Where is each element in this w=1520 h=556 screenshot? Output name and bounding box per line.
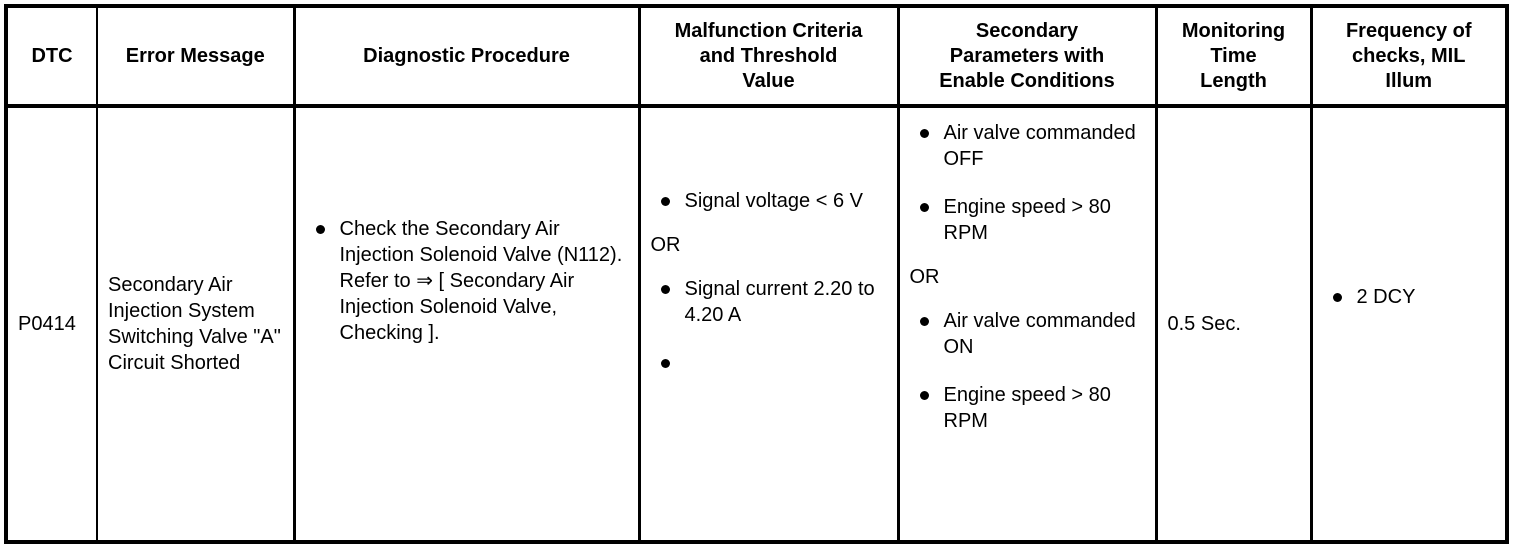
table-row: P0414 Secondary Air Injection System Swi… [6,106,1507,542]
list-item-empty [651,350,889,376]
list-item: Check the Secondary Air Injection Soleno… [306,216,630,346]
dtc-code: P0414 [18,313,76,335]
column-header-malfunction-line-1: Malfunction Criteria [674,19,863,42]
bullet-icon [919,203,929,212]
column-header-dtc: DTC [6,6,98,108]
column-header-monitoring-line-2: Time [1210,44,1257,67]
column-header-error-message-label: Error Message [125,44,265,67]
secondary-parameters-block: Air valve commanded OFF Engine speed > 8… [910,116,1147,434]
cell-dtc: P0414 [6,106,98,542]
secondary-parameters-item-4: Engine speed > 80 RPM [943,384,1111,432]
diagnostic-procedure-list: Check the Secondary Air Injection Soleno… [306,216,630,346]
cell-diagnostic-procedure: Check the Secondary Air Injection Soleno… [294,106,641,542]
bullet-icon [919,317,929,326]
cell-secondary-parameters: Air valve commanded OFF Engine speed > 8… [898,106,1158,542]
secondary-parameters-item-2: Engine speed > 80 RPM [943,196,1111,244]
column-header-frequency-line-3: Illum [1385,69,1433,92]
frequency-item-1: 2 DCY [1356,286,1416,308]
malfunction-spacer [651,116,889,188]
list-item: Air valve commanded ON [910,308,1147,360]
diagnostic-spacer [306,116,630,216]
table-body: P0414 Secondary Air Injection System Swi… [6,106,1507,542]
list-item: 2 DCY [1323,284,1498,310]
frequency-list: 2 DCY [1323,284,1498,310]
column-header-diagnostic-procedure: Diagnostic Procedure [294,6,641,108]
list-item: Signal voltage < 6 V [651,188,889,214]
secondary-parameters-list-2: Air valve commanded ON Engine speed > 80… [910,308,1147,434]
list-item: Engine speed > 80 RPM [910,382,1147,434]
malfunction-or-separator: OR [650,234,681,256]
column-header-secondary-line-1: Secondary [975,19,1079,42]
column-header-secondary-parameters: Secondary Parameters with Enable Conditi… [898,6,1158,108]
column-header-frequency: Frequency of checks, MIL Illum [1311,6,1507,108]
bullet-icon [919,391,929,400]
cell-monitoring-time: 0.5 Sec. [1156,106,1313,542]
column-header-error-message: Error Message [97,6,296,108]
column-header-dtc-label: DTC [31,44,73,67]
column-header-frequency-line-1: Frequency of [1345,19,1472,42]
bullet-icon [315,225,325,234]
bullet-icon [1332,293,1342,302]
column-header-malfunction-line-3: Value [742,69,795,92]
dtc-table: DTC Error Message Diagnostic Procedure M… [4,4,1509,544]
malfunction-criteria-list-2: Signal current 2.20 to 4.20 A [651,276,889,376]
column-header-monitoring-line-1: Monitoring [1181,19,1286,42]
list-item: Engine speed > 80 RPM [910,194,1147,246]
secondary-or-separator: OR [909,266,940,288]
malfunction-criteria-list-1: Signal voltage < 6 V [651,188,889,214]
cell-malfunction-criteria: Signal voltage < 6 V OR Signal current 2… [639,106,900,542]
frequency-spacer [1323,116,1498,284]
bullet-icon [660,285,670,294]
column-header-secondary-line-3: Enable Conditions [939,69,1115,92]
secondary-parameters-list-1: Air valve commanded OFF Engine speed > 8… [910,120,1147,246]
cell-frequency: 2 DCY [1311,106,1507,542]
error-message-text: Secondary Air Injection System Switching… [108,274,281,374]
header-row: DTC Error Message Diagnostic Procedure M… [6,6,1507,108]
bullet-icon [660,197,670,206]
secondary-parameters-item-3: Air valve commanded ON [943,310,1136,358]
diagnostic-procedure-item-1: Check the Secondary Air Injection Soleno… [339,218,623,344]
malfunction-criteria-item-1: Signal voltage < 6 V [684,190,863,212]
column-header-malfunction-criteria: Malfunction Criteria and Threshold Value [639,6,900,108]
secondary-parameters-item-1: Air valve commanded OFF [943,122,1136,170]
column-header-diagnostic-procedure-label: Diagnostic Procedure [363,44,570,67]
table-header: DTC Error Message Diagnostic Procedure M… [6,6,1507,108]
column-header-monitoring-time: Monitoring Time Length [1156,6,1313,108]
column-header-monitoring-line-3: Length [1200,69,1267,92]
column-header-malfunction-line-2: and Threshold [699,44,838,67]
bullet-icon [919,129,929,138]
cell-error-message: Secondary Air Injection System Switching… [97,106,296,542]
column-header-frequency-line-2: checks, MIL [1352,44,1466,67]
bullet-icon [660,359,670,368]
list-item: Signal current 2.20 to 4.20 A [651,276,889,328]
monitoring-time-value: 0.5 Sec. [1167,313,1241,335]
malfunction-criteria-item-2: Signal current 2.20 to 4.20 A [684,278,875,326]
column-header-secondary-line-2: Parameters with [949,44,1105,67]
list-item: Air valve commanded OFF [910,120,1147,172]
